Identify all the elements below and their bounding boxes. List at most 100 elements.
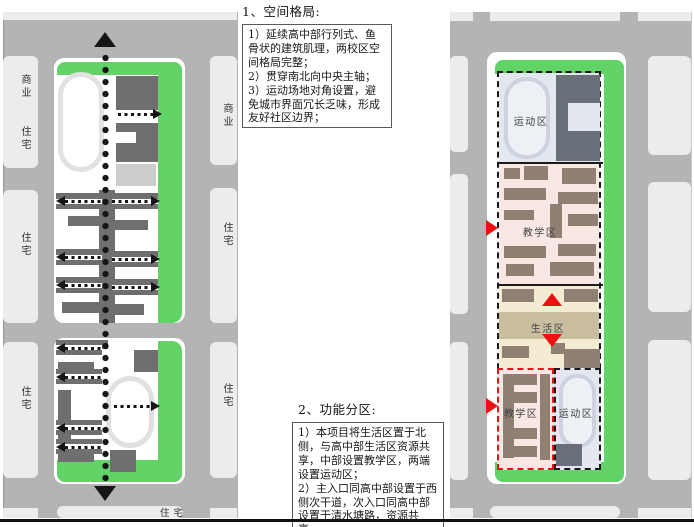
building: [112, 220, 148, 230]
building: [116, 132, 136, 143]
annotation-2-box: 1）本项目将生活区置于北侧，与高中部生活区资源共享，中部设置教学区，两端设置运动…: [292, 422, 444, 527]
building: [112, 304, 144, 315]
parcel: [450, 56, 468, 152]
green-buffer: [604, 60, 624, 482]
building: [558, 244, 596, 256]
arrow-head-icon: [56, 442, 65, 452]
running-track: [58, 72, 104, 172]
label-commercial-left: 商业: [19, 74, 30, 100]
arrow-head-icon: [56, 372, 65, 382]
dotted-arrow: [56, 280, 104, 291]
arrow-line: [112, 286, 151, 289]
arrow-line: [65, 446, 104, 449]
running-track: [106, 376, 154, 448]
running-track: [504, 77, 550, 159]
building: [134, 350, 158, 372]
parcel: [490, 12, 620, 21]
green-buffer: [158, 341, 182, 482]
arrow-head-icon: [151, 282, 160, 292]
dotted-arrow: [56, 252, 104, 263]
parcel: [3, 508, 38, 518]
building: [504, 210, 534, 220]
building: [504, 246, 546, 258]
dotted-arrow: [118, 109, 162, 120]
arrow-line: [65, 256, 104, 259]
building: [502, 289, 534, 302]
label-commercial-right: 商业: [221, 103, 232, 129]
building: [503, 428, 537, 439]
arrow-head-icon: [56, 252, 65, 262]
annotation-1-box: 1）延续高中部行列式、鱼骨状的建筑肌理，两校区空间格局完整； 2）贯穿南北向中央…: [242, 24, 392, 129]
building: [503, 446, 537, 457]
parcel: [450, 342, 468, 480]
label-zone-teaching-south: 教学区: [503, 409, 539, 420]
arrow-line: [65, 427, 104, 430]
parcel: [450, 508, 473, 518]
parcel: [57, 506, 183, 518]
green-buffer: [158, 62, 182, 323]
annotation-1-title: 1、空间格局:: [242, 4, 321, 19]
arrow-line: [118, 113, 153, 116]
building: [506, 264, 534, 276]
annotation-2-line-1: 1）本项目将生活区置于北侧，与高中部生活区资源共享，中部设置教学区，两端设置运动…: [298, 426, 430, 481]
label-zone-sports-south: 运动区: [558, 409, 594, 420]
parcel: [648, 340, 691, 480]
green-buffer: [57, 62, 182, 75]
parcel: [3, 190, 38, 323]
annotation-1-line-2: 2）贯穿南北向中央主轴；: [248, 69, 376, 83]
parcel: [450, 12, 473, 21]
arrow-head-icon: [151, 196, 160, 206]
parcel: [450, 174, 468, 314]
arrow-line: [65, 284, 104, 287]
dotted-arrow: [56, 442, 104, 453]
parcel: [648, 182, 691, 312]
building: [564, 289, 598, 302]
label-residential-right-2: 住宅: [221, 383, 232, 409]
arrow-head-icon: [56, 280, 65, 290]
annotation-functional-zoning: 2、功能分区: 1）本项目将生活区置于北侧，与高中部生活区资源共享，中部设置教学…: [292, 399, 452, 527]
building: [504, 168, 520, 179]
parcel: [210, 56, 237, 165]
zone-divider: [497, 284, 603, 286]
building: [524, 166, 548, 180]
arrow-head-icon: [56, 423, 65, 433]
building: [68, 216, 102, 226]
building: [550, 262, 594, 276]
axis-arrow-north-icon: [94, 32, 116, 47]
label-residential-right-1: 住宅: [221, 222, 232, 248]
parcel: [490, 506, 620, 518]
building: [551, 343, 565, 354]
arrow-line: [65, 200, 104, 203]
parcel: [638, 508, 691, 518]
dotted-arrow: [114, 401, 160, 412]
building: [568, 214, 598, 226]
building: [502, 346, 529, 358]
building: [558, 192, 598, 204]
building: [564, 349, 600, 368]
building: [62, 302, 102, 313]
parcel: [210, 342, 237, 478]
arrow-line: [112, 258, 151, 261]
annotation-1-line-3: 3）运动场地对角设置，避免城市界面冗长乏味，形成友好社区边界；: [248, 83, 380, 125]
green-buffer: [495, 60, 624, 74]
building: [503, 374, 537, 385]
arrow-line: [65, 376, 104, 379]
building: [562, 168, 596, 184]
annotation-1-line-1: 1）延续高中部行列式、鱼骨状的建筑肌理，两校区空间格局完整；: [248, 28, 380, 69]
annotation-spatial-pattern: 1、空间格局: 1）延续高中部行列式、鱼骨状的建筑肌理，两校区空间格局完整； 2…: [242, 1, 392, 129]
arrow-line: [112, 200, 151, 203]
dotted-arrow: [112, 282, 160, 293]
building: [58, 362, 94, 372]
shared-link-up-icon: [542, 293, 562, 306]
shared-link-down-icon: [542, 334, 562, 347]
entrance-arrow-main-icon: [486, 220, 498, 236]
label-residential-left-2: 住宅: [19, 232, 30, 258]
dotted-arrow: [56, 343, 104, 354]
label-zone-teaching-middle: 教学区: [522, 228, 558, 239]
building: [540, 374, 550, 460]
arrow-line: [114, 405, 151, 408]
arrow-head-icon: [56, 343, 65, 353]
building: [116, 164, 156, 186]
label-zone-living: 生活区: [530, 324, 566, 335]
